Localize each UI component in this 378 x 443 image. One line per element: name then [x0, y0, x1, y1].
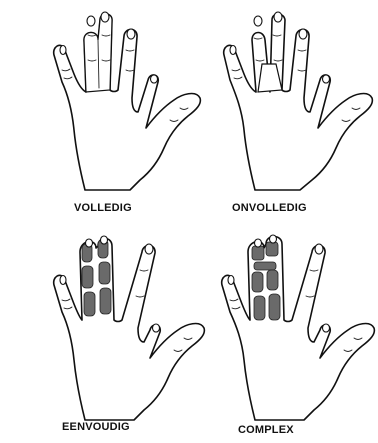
- phalanx-bone: [99, 262, 110, 284]
- phalanx-bone: [267, 270, 278, 290]
- caption-simple: EENVOUDIG: [62, 421, 130, 433]
- caption-complex: COMPLEX: [238, 424, 294, 436]
- fused-bone: [254, 262, 276, 270]
- hand-incomplete: [224, 12, 373, 190]
- phalanx-bone: [269, 294, 280, 320]
- phalanx-bone: [84, 292, 95, 316]
- phalanx-bone: [82, 266, 93, 288]
- caption-incomplete: ONVOLLEDIG: [232, 202, 307, 214]
- hand-simple: [54, 236, 205, 420]
- phalanx-bone: [266, 242, 278, 256]
- caption-complete: VOLLEDIG: [74, 202, 132, 214]
- phalanx-bone: [252, 272, 263, 292]
- phalanx-bone: [252, 246, 264, 260]
- phalanx-bone: [254, 296, 265, 320]
- hand-complex: [222, 235, 375, 420]
- phalanx-bone: [100, 288, 111, 314]
- hand-complete: [54, 12, 201, 190]
